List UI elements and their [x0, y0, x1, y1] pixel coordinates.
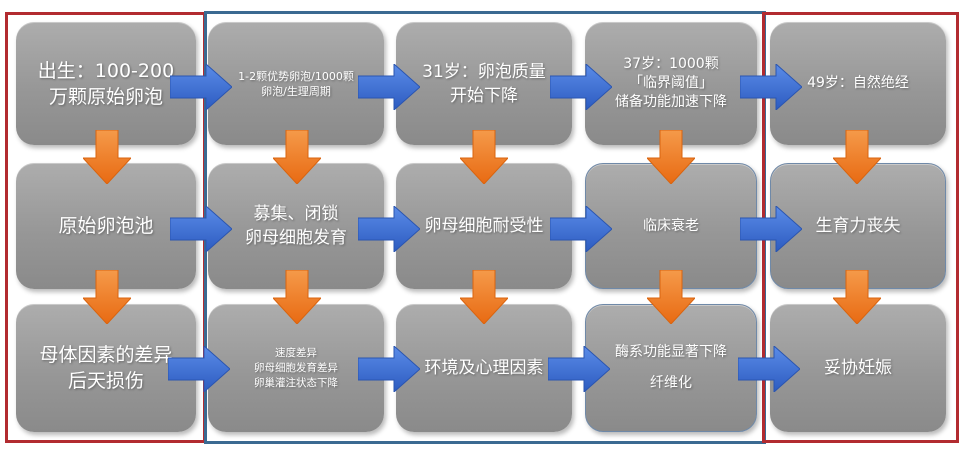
- down-arrow: [273, 130, 321, 184]
- node-text-line: 生育力丧失: [815, 216, 901, 236]
- node-primordial-pool: 原始卵泡池: [16, 163, 196, 289]
- node-age-31: 31岁：卵泡质量 开始下降: [396, 22, 572, 145]
- node-text-line: 卵母细胞耐受性: [424, 216, 544, 236]
- node-text-line: 1-2颗优势卵泡/1000颗: [238, 69, 354, 83]
- down-arrow: [83, 130, 131, 184]
- node-text-line: 妥协妊娠: [824, 358, 892, 378]
- node-text-line: 出生：100-200: [37, 59, 175, 82]
- node-text-line: 卵泡/生理周期: [261, 84, 331, 98]
- down-arrow: [460, 270, 508, 324]
- node-dominant-follicles: 1-2颗优势卵泡/1000颗 卵泡/生理周期: [208, 22, 384, 145]
- down-arrow: [647, 270, 695, 324]
- node-text-line: 母体因素的差异: [39, 344, 173, 366]
- node-speed-differences: 速度差异 卵母细胞发育差异 卵巢灌注状态下降: [208, 304, 384, 432]
- down-arrow: [273, 270, 321, 324]
- node-age-49: 49岁：自然绝经: [770, 22, 946, 145]
- node-age-37: 37岁：1000颗 「临界阈值」 储备功能加速下降: [585, 22, 757, 145]
- down-arrow: [647, 130, 695, 184]
- down-arrow: [83, 270, 131, 324]
- node-text-line: 纤维化: [650, 375, 692, 391]
- node-text-line: 开始下降: [449, 85, 518, 106]
- node-text-line: 31岁：卵泡质量: [422, 61, 546, 82]
- node-enzyme-decline: 酶系功能显著下降 纤维化: [585, 304, 757, 432]
- node-text-line: 卵母细胞发育: [245, 228, 347, 248]
- node-text-line: 临床衰老: [643, 217, 699, 234]
- right-arrow: [358, 206, 420, 252]
- right-arrow: [740, 64, 802, 110]
- right-arrow: [550, 64, 612, 110]
- node-text-line: 储备功能加速下降: [615, 94, 727, 110]
- right-arrow: [358, 64, 420, 110]
- node-text-line: 万颗原始卵泡: [48, 85, 163, 108]
- node-text-line: 募集、闭锁: [253, 204, 339, 224]
- right-arrow: [168, 346, 230, 392]
- node-text-line: 后天损伤: [67, 370, 144, 392]
- down-arrow: [460, 130, 508, 184]
- right-arrow: [170, 64, 232, 110]
- node-oocyte-tolerance: 卵母细胞耐受性: [396, 163, 572, 289]
- node-environment-psych: 环境及心理因素: [396, 304, 572, 432]
- down-arrow: [833, 270, 881, 324]
- node-text-line: 卵巢灌注状态下降: [254, 376, 338, 389]
- node-birth-follicles: 出生：100-200 万颗原始卵泡: [16, 22, 196, 145]
- right-arrow: [740, 206, 802, 252]
- right-arrow: [358, 346, 420, 392]
- down-arrow: [833, 130, 881, 184]
- right-arrow: [548, 346, 610, 392]
- node-text-line: 49岁：自然绝经: [807, 75, 909, 91]
- node-text-line: 速度差异: [275, 346, 317, 359]
- node-recruitment-atresia: 募集、闭锁 卵母细胞发育: [208, 163, 384, 289]
- node-text-line: 环境及心理因素: [424, 358, 544, 378]
- node-text-line: 原始卵泡池: [58, 215, 154, 237]
- node-text-line: 37岁：1000颗: [623, 56, 719, 72]
- right-arrow: [170, 206, 232, 252]
- node-text-line: 卵母细胞发育差异: [254, 361, 338, 374]
- node-text-line: 「临界阈值」: [629, 75, 713, 91]
- right-arrow: [550, 206, 612, 252]
- node-text-line: 酶系功能显著下降: [615, 344, 727, 360]
- node-maternal-factors: 母体因素的差异 后天损伤: [16, 304, 196, 432]
- right-arrow: [738, 346, 800, 392]
